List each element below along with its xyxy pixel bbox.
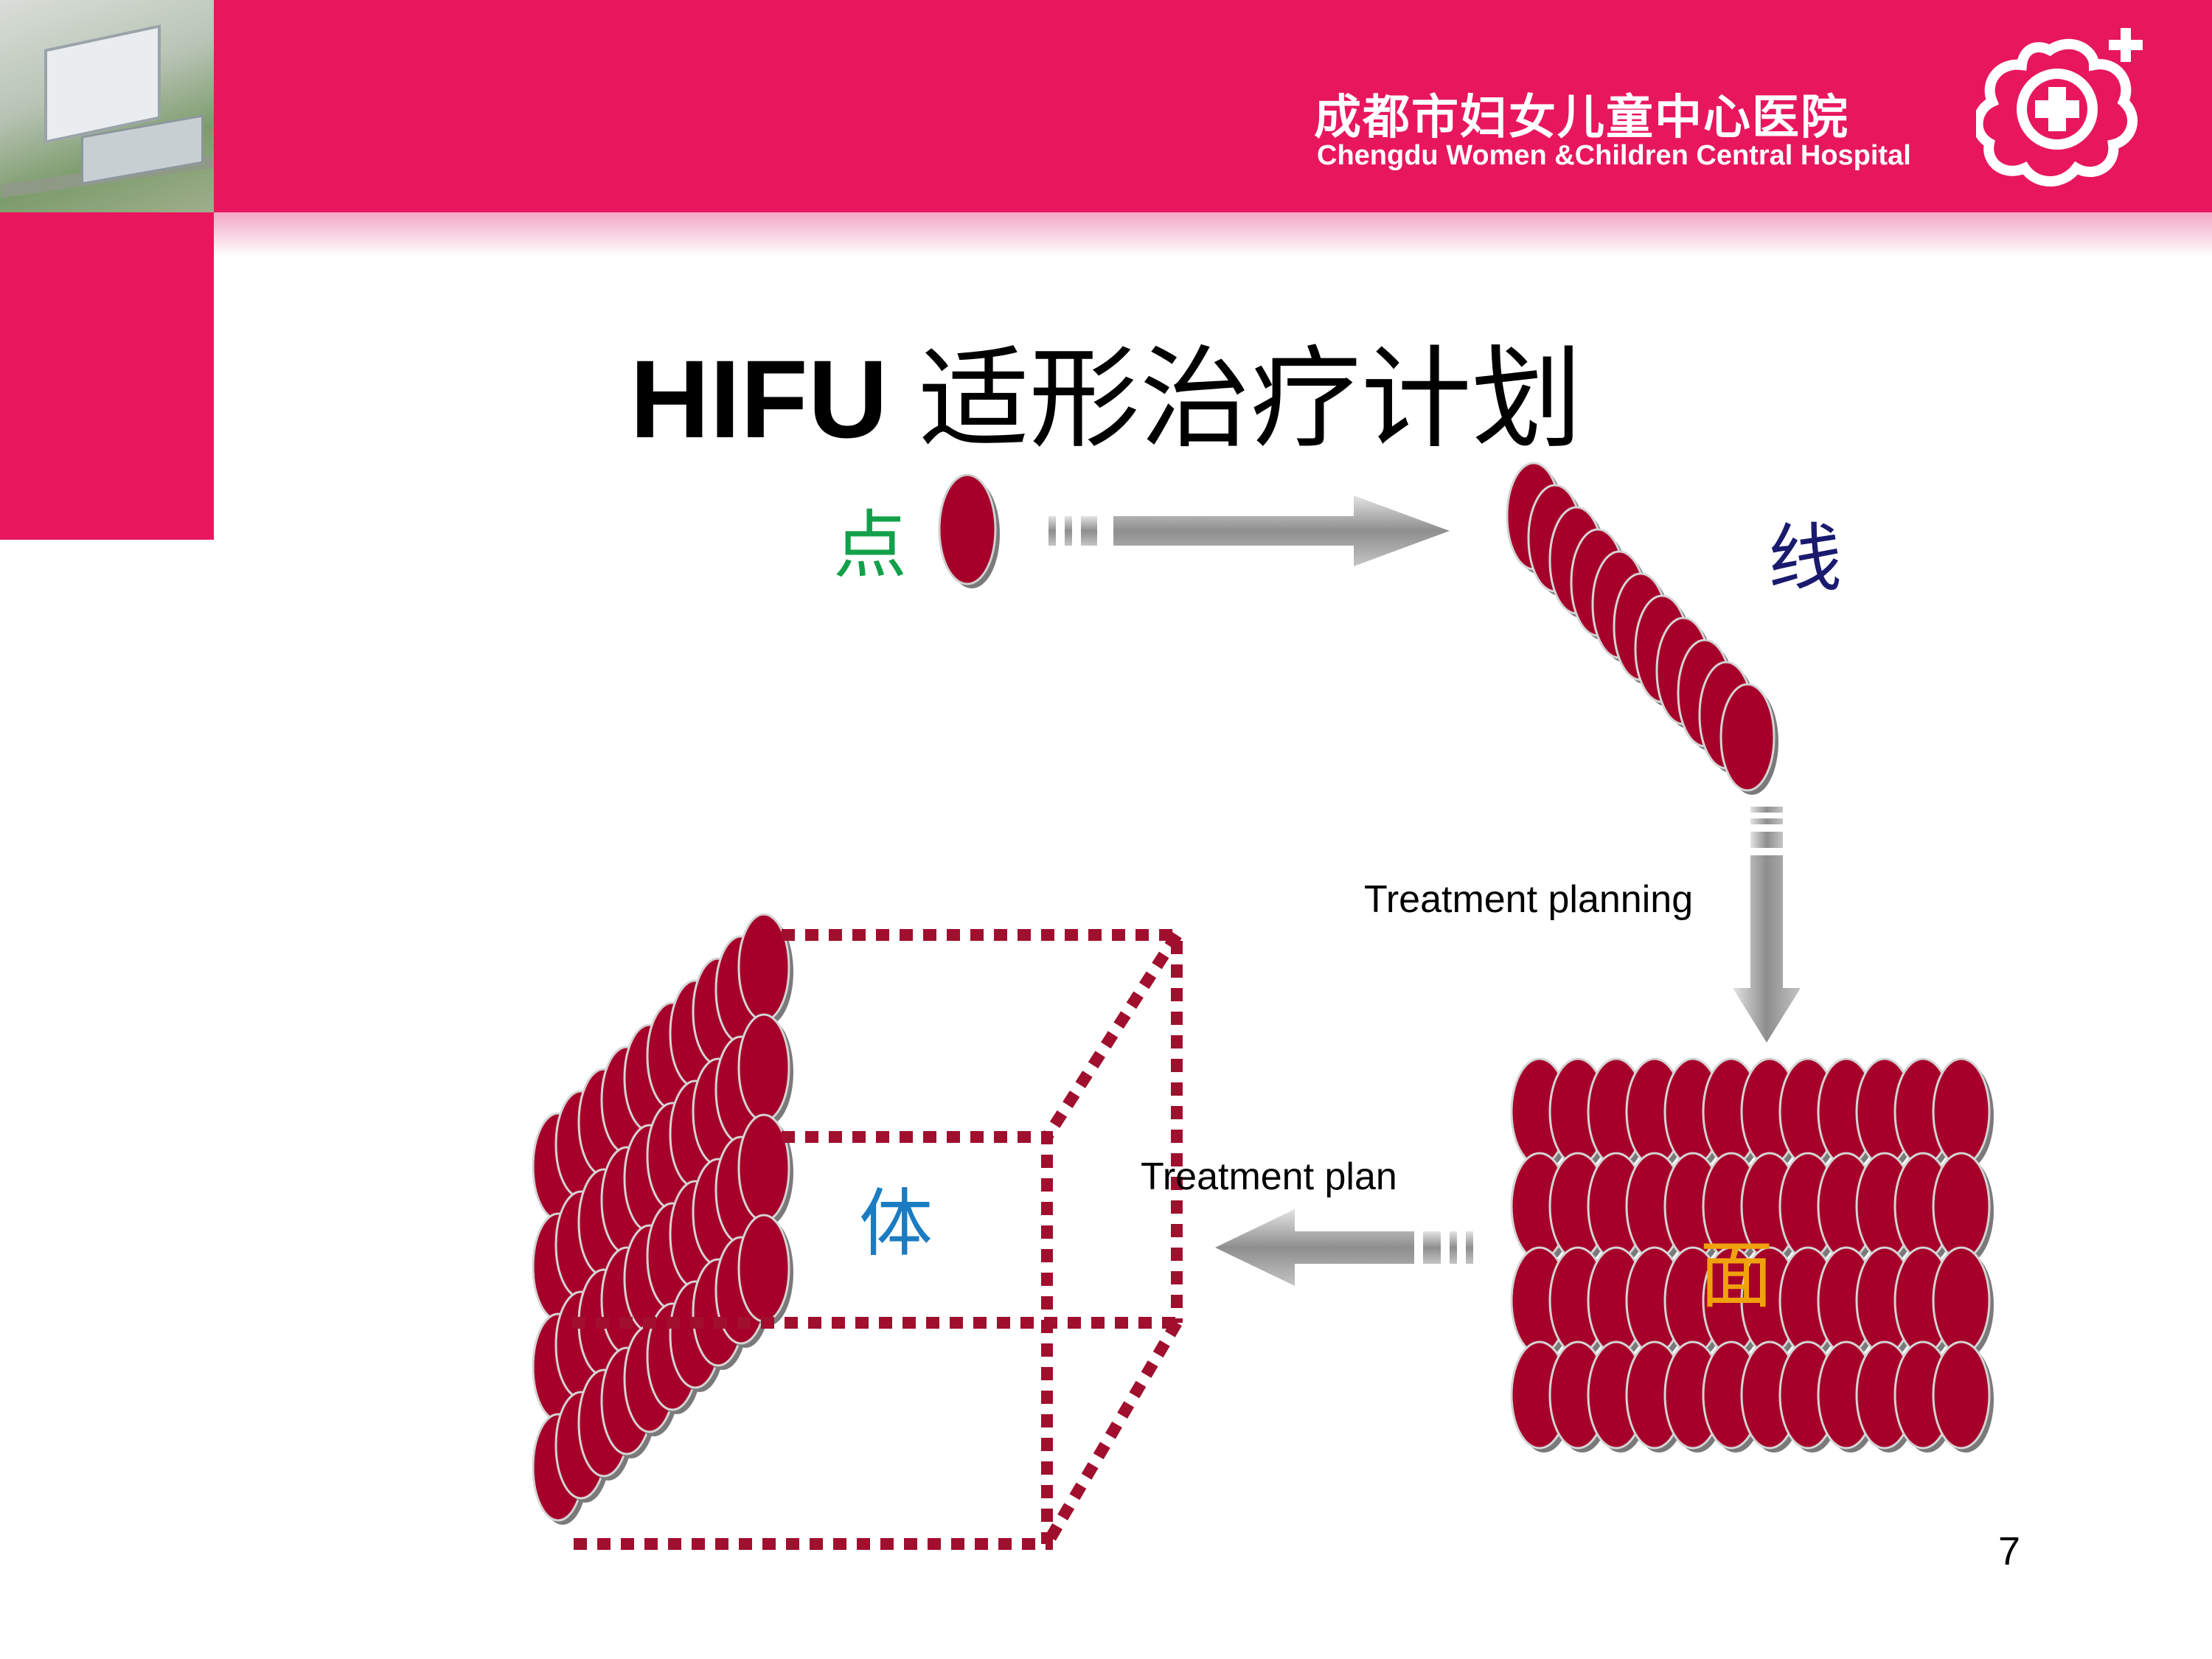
arrow-face-to-body [1215, 1209, 1473, 1286]
title-rest: 适形治疗计划 [888, 337, 1582, 461]
label-point: 点 [833, 502, 907, 588]
face-ellipse [1932, 1246, 1991, 1355]
face-ellipse-grid [1510, 1057, 1994, 1453]
left-accent-block [0, 212, 214, 540]
label-line: 线 [1768, 515, 1842, 602]
body-ellipse [737, 913, 790, 1022]
dotted-cube [572, 929, 1183, 1550]
arrow-line-to-face [1733, 807, 1801, 1043]
header-band [0, 0, 2212, 212]
face-ellipse [1932, 1340, 1991, 1450]
face-ellipse [1932, 1057, 1991, 1166]
header-shadow [214, 212, 2212, 257]
body-ellipse [737, 1113, 790, 1222]
body-ellipse [737, 1214, 790, 1323]
caption-treatment-planning: Treatment planning [1364, 878, 1694, 921]
hospital-logo-icon [1976, 28, 2143, 187]
line-ellipse [1719, 683, 1775, 792]
hospital-building-photo [0, 0, 214, 212]
label-face: 面 [1700, 1232, 1773, 1318]
point-ellipse [938, 473, 1000, 588]
hospital-name-cn: 成都市妇女儿童中心医院 [1314, 90, 1849, 145]
body-ellipse-stack [532, 913, 793, 1525]
caption-treatment-plan: Treatment plan [1141, 1155, 1397, 1198]
label-body: 体 [859, 1180, 933, 1267]
body-ellipse [737, 1013, 790, 1122]
title-bold-part: HIFU [630, 337, 888, 461]
hospital-name-en: Chengdu Women &Children Central Hospital [1317, 140, 1911, 171]
page-number: 7 [1998, 1529, 2021, 1573]
face-ellipse [1932, 1152, 1991, 1261]
arrow-point-to-line [1048, 495, 1450, 566]
slide-title: HIFU 适形治疗计划 [0, 310, 2212, 470]
line-ellipses [1506, 462, 1778, 795]
